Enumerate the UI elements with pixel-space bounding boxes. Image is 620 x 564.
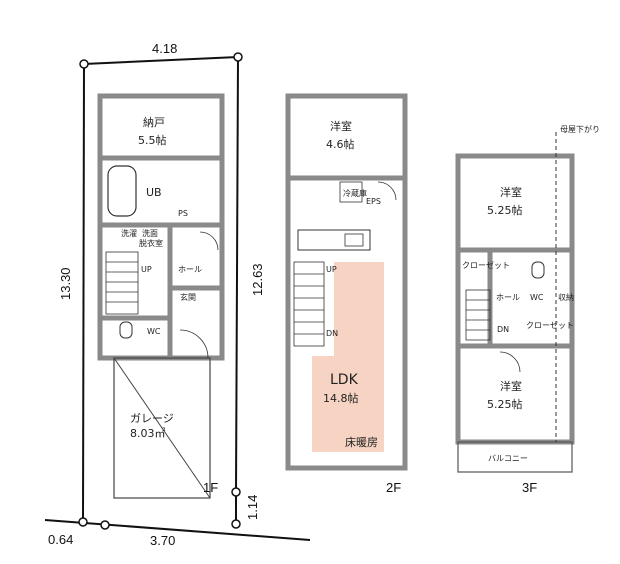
floor3-toilet-icon [531,261,545,279]
floor3-stairs [465,289,491,341]
floor3-room2-size: 5.25帖 [487,398,523,411]
dim-bottom-left: 0.64 [48,532,73,547]
garage-outline [113,357,211,499]
garage-name: ガレージ [130,412,174,425]
boundary-markers [78,52,243,530]
bath-label: UB [146,186,162,199]
floor3-door [499,351,521,373]
storage-room-name: 納戸 [143,116,165,129]
site-boundary [44,56,311,541]
ldk-name: LDK [330,372,359,388]
floor2-door [377,181,397,201]
floor1-door [199,231,219,251]
balcony-label: バルコニー [488,454,528,463]
floor3-dn-label: DN [497,325,509,334]
garage-diagonal [113,357,211,499]
floor2-label: 2F [386,480,401,495]
floor2-stairs [293,261,325,347]
dim-right-depth: 12.63 [250,263,265,296]
washroom-label-1: 洗面 [142,228,158,238]
closet1-label: クローゼット [462,260,510,270]
dim-bottom-right: 1.14 [245,495,260,520]
washroom-label-2: 脱衣室 [139,238,163,248]
floor-2: 洋室 4.6帖 冷蔵庫 EPS UP DN LDK 14.8帖 床暖房 2F [285,93,408,495]
floor-heating-area [312,356,384,452]
roof-note: 母屋下がり [560,124,600,134]
dim-bottom-main: 3.70 [150,533,175,548]
floor1-stairs [105,251,139,315]
floor2-dn-label: DN [326,329,338,338]
floor3-label: 3F [522,480,537,495]
floor-3: 母屋下がり 洋室 5.25帖 クローゼット ホール DN WC クローゼット 収… [455,124,600,495]
balcony-outline [457,441,573,473]
floor1-label: 1F [203,480,218,495]
fridge-label: 冷蔵庫 [343,188,367,198]
entrance-door [179,329,209,359]
storage-room-size: 5.5帖 [138,134,167,147]
floor-1: 納戸 5.5帖 UB PS 洗面 脱衣室 洗濯 UP ホール 玄関 WC ガレー… [97,93,225,499]
floor1-wc-label: WC [147,327,161,336]
washer-label: 洗濯 [121,228,137,238]
fridge-icon [339,181,363,203]
floor2-walls [285,93,408,471]
floor2-room-name: 洋室 [330,119,352,133]
floor-heating-label: 床暖房 [345,435,378,449]
garage-size: 8.03㎡ [130,427,166,440]
floor3-wc-label: WC [530,293,544,302]
ldk-size: 14.8帖 [323,392,359,405]
kitchen-counter [297,229,371,251]
dim-top-width: 4.18 [152,41,177,56]
entrance-label: 玄関 [180,292,196,302]
closet2-label: クローゼット [526,320,574,330]
dim-left-depth: 13.30 [58,267,73,300]
floor3-hall-label: ホール [496,293,520,302]
floor1-hall-label: ホール [178,265,202,274]
floor2-room-size: 4.6帖 [326,138,355,151]
toilet-icon [119,321,133,339]
eps-label: EPS [366,197,381,206]
floor1-up-label: UP [141,265,152,274]
floor3-room2-name: 洋室 [500,379,522,393]
floor3-room1-size: 5.25帖 [487,204,523,217]
ps-label: PS [178,209,188,218]
floor-heating-area-2 [334,262,384,356]
storage-label: 収納 [558,292,574,302]
floor2-up-label: UP [326,265,337,274]
floor3-room1-name: 洋室 [500,185,522,199]
sink-icon [344,233,364,247]
bathtub-icon [107,165,137,217]
